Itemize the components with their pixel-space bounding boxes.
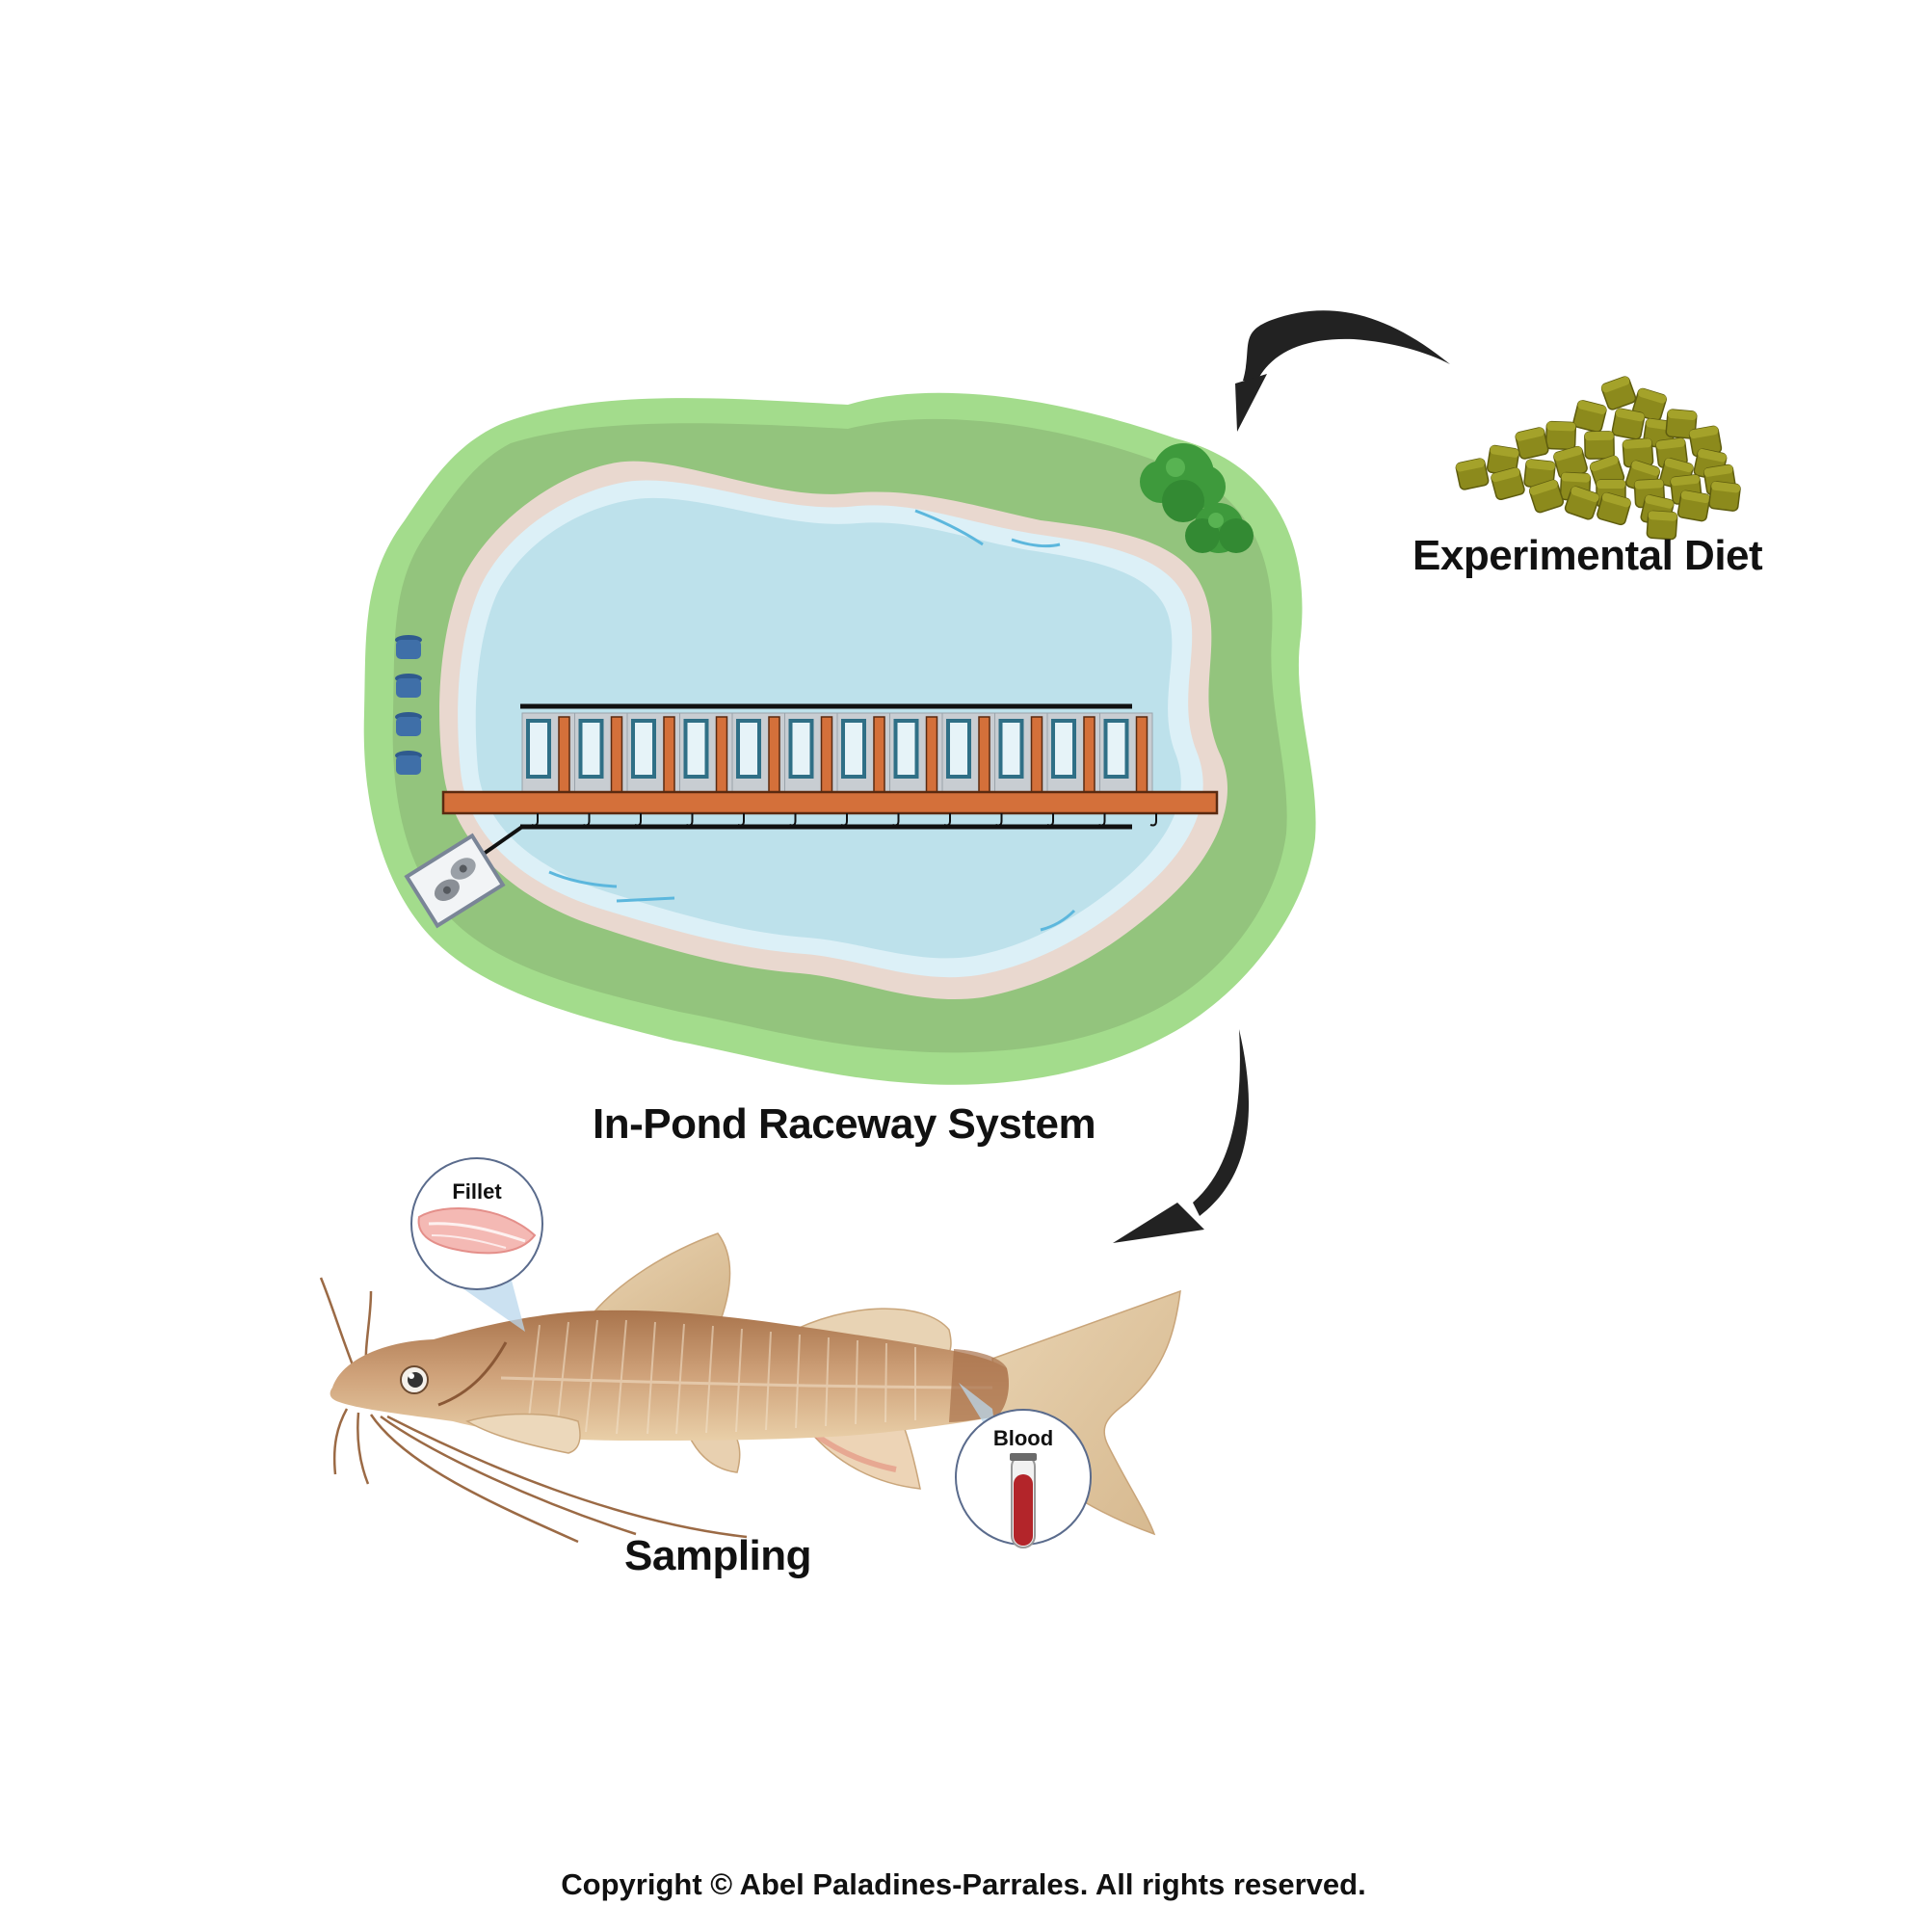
raceway-structure [441, 703, 1219, 869]
air-diffuser-hook [531, 813, 539, 827]
curved-arrow-icon [1235, 310, 1450, 432]
tree-icon [1140, 443, 1226, 522]
raceway-cell [941, 712, 995, 793]
fish-eye-icon [400, 1365, 429, 1394]
catfish-icon [319, 1232, 1181, 1544]
raceway-cell [626, 712, 680, 793]
feed-bin-icon [395, 751, 422, 775]
raceway-cell [784, 712, 838, 793]
feed-pellet [1665, 409, 1698, 439]
feed-pellet [1544, 420, 1577, 451]
air-diffuser-hook [892, 813, 900, 827]
blood-label: Blood [993, 1426, 1053, 1450]
air-diffuser-hook [789, 813, 797, 827]
raceway-cell [889, 712, 943, 793]
air-diffuser-hook [943, 813, 951, 827]
blood-tube-icon [1010, 1453, 1037, 1548]
raceway-cell [1046, 712, 1100, 793]
air-diffuser-hook [1046, 813, 1054, 827]
tail-fin [991, 1289, 1181, 1536]
water-ripple [914, 509, 984, 546]
raceway-panels [521, 712, 1153, 793]
air-diffuser-hook [583, 813, 591, 827]
air-diffuser-hook [634, 813, 642, 827]
feed-pellet [1486, 444, 1520, 477]
raceway-cell [994, 712, 1048, 793]
pectoral-fin [465, 1413, 581, 1454]
air-diffuser-hook [1149, 813, 1157, 827]
feed-pellet [1646, 510, 1678, 541]
sampling-label: Sampling [624, 1532, 812, 1579]
feed-pellet [1600, 376, 1637, 410]
experimental-diet-label: Experimental Diet [1412, 532, 1763, 579]
raceway-cell [1099, 712, 1153, 793]
gill-line [437, 1341, 508, 1407]
fish-body [330, 1310, 1009, 1441]
feed-pellets-icon [1455, 376, 1741, 541]
raceway-cell [731, 712, 785, 793]
feed-pellet [1515, 427, 1549, 460]
blood-callout [955, 1383, 1092, 1548]
curved-arrow-icon [1113, 1029, 1250, 1243]
feed-bin-icon [395, 635, 422, 659]
raceway-cell [836, 712, 890, 793]
raceway-cell [521, 712, 575, 793]
feed-pellet [1572, 400, 1607, 433]
feed-pellet [1611, 408, 1646, 440]
feed-bin-icon [395, 712, 422, 736]
raceway-cell [679, 712, 733, 793]
air-diffuser-hook [737, 813, 745, 827]
feed-pellet [1455, 458, 1490, 490]
feed-pellet [1528, 479, 1565, 514]
dorsal-fin [594, 1232, 731, 1321]
feed-pellet [1597, 491, 1631, 526]
air-diffuser-hook [995, 813, 1003, 827]
feed-pellet [1584, 431, 1615, 460]
water-ripple [616, 896, 675, 903]
raceway-hooks [531, 813, 1157, 827]
fillet-label: Fillet [452, 1179, 502, 1204]
feed-pellet [1708, 481, 1741, 512]
copyright-notice: Copyright © Abel Paladines-Parrales. All… [561, 1867, 1366, 1901]
pond [363, 392, 1316, 1085]
tree-icon [1185, 503, 1254, 553]
water-ripple [548, 870, 618, 888]
feed-pellet [1688, 425, 1723, 458]
water-ripple [1040, 909, 1076, 932]
fillet-callout [410, 1157, 543, 1332]
air-diffuser-hook [686, 813, 694, 827]
feed-bin-icon [395, 674, 422, 698]
water-ripple [1011, 538, 1061, 548]
air-diffuser-hook [1098, 813, 1106, 827]
blower-icon [404, 833, 506, 929]
body-markings [500, 1319, 993, 1435]
feed-pellet [1676, 490, 1711, 522]
fillet-icon [417, 1207, 537, 1255]
air-diffuser-hook [840, 813, 848, 827]
feed-pellet [1564, 486, 1600, 520]
raceway-walkway [441, 790, 1219, 815]
feed-pellet [1491, 466, 1525, 501]
anal-fin [807, 1425, 921, 1490]
raceway-cell [574, 712, 628, 793]
raceway-system-label: In-Pond Raceway System [593, 1100, 1096, 1148]
